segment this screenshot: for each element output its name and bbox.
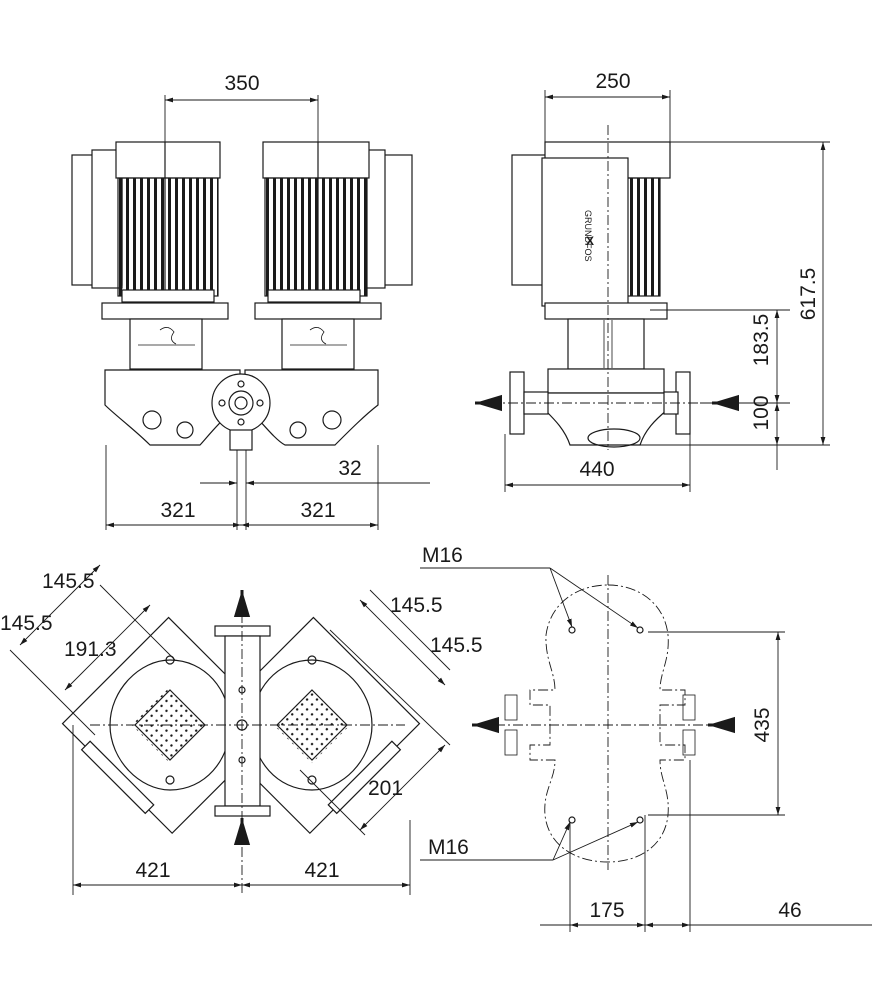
dim-321-right: 321 xyxy=(300,499,335,522)
left-motor xyxy=(71,141,221,303)
dim-145-5-c: 145.5 xyxy=(390,594,443,617)
svg-text:GRUNDFOS: GRUNDFOS xyxy=(583,210,593,262)
dim-321-left: 321 xyxy=(160,499,195,522)
grundfos-logo-icon: GRUNDFOS X xyxy=(583,210,594,262)
dim-183-5: 183.5 xyxy=(750,314,773,367)
dim-175: 175 xyxy=(589,899,624,922)
dim-350: 350 xyxy=(224,72,259,95)
dim-145-5-d: 145.5 xyxy=(430,634,483,657)
svg-text:X: X xyxy=(586,234,594,248)
dim-46: 46 xyxy=(778,899,801,922)
bolt-m16-bottom: M16 xyxy=(428,836,469,859)
right-motor xyxy=(262,141,413,303)
plan-view: 145.5 145.5 191.3 145.5 145.5 201 421 42… xyxy=(0,564,483,895)
dim-421-right: 421 xyxy=(304,859,339,882)
dim-100: 100 xyxy=(750,395,773,430)
dim-32: 32 xyxy=(338,457,361,480)
front-view: 350 32 321 321 xyxy=(71,72,430,530)
dim-145-5-a: 145.5 xyxy=(42,570,95,593)
foundation-view: M16 M16 435 175 46 xyxy=(420,544,872,932)
dim-617-5: 617.5 xyxy=(797,268,820,321)
dim-191-3: 191.3 xyxy=(64,638,117,661)
dim-421-left: 421 xyxy=(135,859,170,882)
dim-440: 440 xyxy=(579,458,614,481)
dim-250: 250 xyxy=(595,70,630,93)
bolt-m16-top: M16 xyxy=(422,544,463,567)
dim-201: 201 xyxy=(368,777,403,800)
dim-145-5-b: 145.5 xyxy=(0,612,53,635)
side-view: GRUNDFOS X 250 xyxy=(475,70,830,492)
dim-435: 435 xyxy=(751,707,774,742)
